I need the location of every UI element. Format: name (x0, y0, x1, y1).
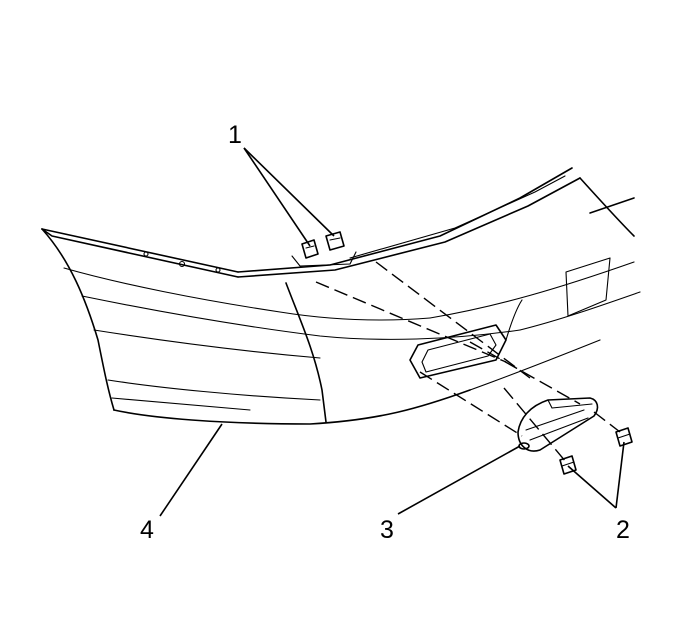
alignment-lines (315, 261, 621, 463)
leader-2b (615, 441, 625, 509)
leader-1b (243, 147, 335, 237)
callout-1: 1 (228, 121, 242, 149)
leader-lines (159, 147, 625, 517)
callout-2: 2 (616, 516, 630, 544)
leader-2a (567, 465, 617, 509)
mounting-screws (559, 427, 633, 475)
bumper-fascia (41, 167, 641, 425)
callout-4: 4 (140, 516, 154, 544)
callouts: 1 2 3 4 (140, 121, 630, 544)
side-marker-lamp (517, 397, 599, 452)
leader-4 (159, 423, 223, 517)
retainer-clips (301, 231, 345, 259)
leader-3 (397, 445, 521, 515)
leader-1a (243, 147, 311, 247)
callout-3: 3 (380, 516, 394, 544)
lamp-opening (409, 299, 523, 379)
